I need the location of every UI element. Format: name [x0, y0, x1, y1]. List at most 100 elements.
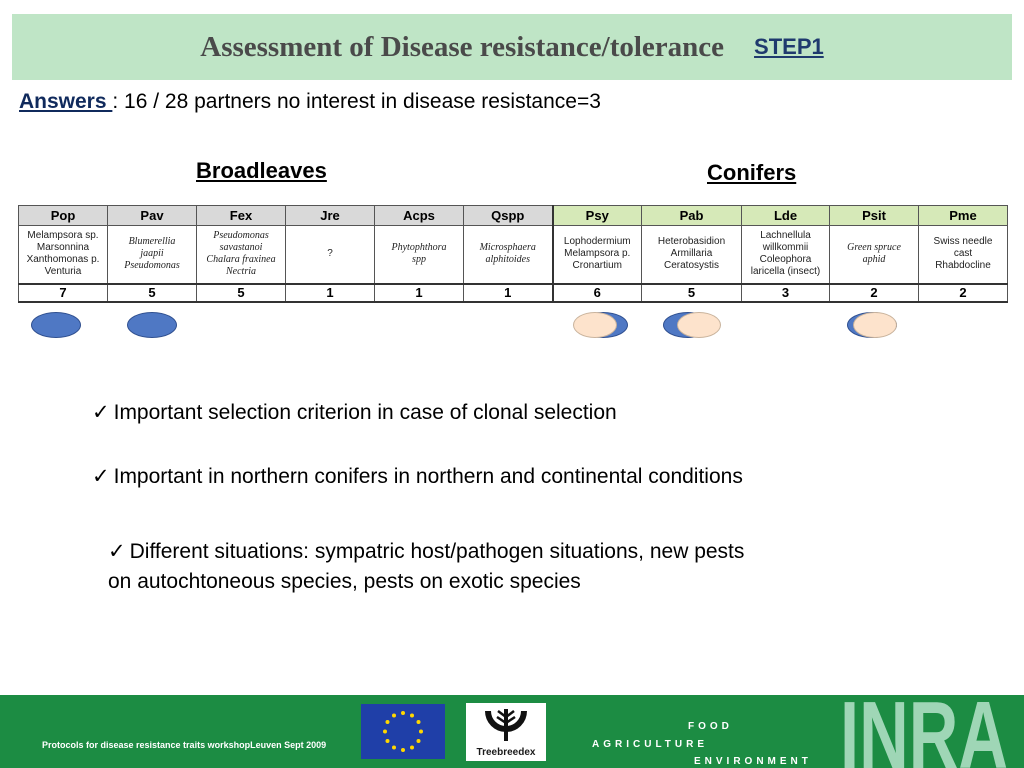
inra-logo: INRA	[840, 682, 1008, 768]
table-header-cell: Qspp	[463, 205, 553, 226]
table-header-cell: Fex	[196, 205, 286, 226]
bullet-text: Important selection criterion in case of…	[113, 401, 617, 424]
marker-ellipse-blue	[127, 312, 177, 338]
disease-cell: Phytophthora spp	[374, 225, 464, 284]
treebreedex-logo: Treebreedex	[466, 703, 546, 761]
disease-name: Rhabdocline	[935, 260, 991, 272]
tagline-agriculture: AGRICULTURE	[592, 739, 709, 750]
disease-name: Melampsora p.	[564, 248, 631, 260]
bullet-item: ✓Important selection criterion in case o…	[92, 400, 617, 425]
disease-name: Melampsora sp.	[27, 230, 99, 242]
disease-cell: Heterobasidion Armillaria Ceratosystis	[641, 225, 742, 284]
eu-flag-logo	[361, 704, 445, 759]
disease-name: savastanoi	[219, 242, 263, 254]
disease-name: ?	[327, 248, 333, 260]
disease-name: Coleophora	[759, 254, 812, 266]
count-cell: 7	[18, 282, 108, 303]
count-cell: 5	[107, 282, 197, 303]
disease-name: willkommii	[762, 242, 809, 254]
disease-name: Blumerellia	[128, 236, 176, 248]
disease-name: Phytophthora	[391, 242, 447, 254]
tagline-environment: ENVIRONMENT	[694, 756, 812, 767]
disease-name: Swiss needle	[933, 236, 993, 248]
table-header-cell: Jre	[285, 205, 375, 226]
count-cell: 6	[551, 282, 642, 303]
disease-cell: Swiss needle cast Rhabdocline	[918, 225, 1008, 284]
disease-name: cast	[953, 248, 973, 260]
disease-name: alphitoides	[485, 254, 530, 266]
treebreedex-label: Treebreedex	[476, 747, 536, 758]
marker-ellipse-blue	[31, 312, 81, 338]
disease-name: Xanthomonas p.	[26, 254, 100, 266]
disease-name: Pseudomonas	[213, 230, 269, 242]
count-cell: 1	[374, 282, 464, 303]
count-cell: 1	[285, 282, 375, 303]
disease-name: Armillaria	[670, 248, 713, 260]
disease-name: Lophodermium	[563, 236, 631, 248]
disease-name: Chalara fraxinea	[206, 254, 276, 266]
disease-name: laricella (insect)	[750, 266, 821, 278]
answers-label: Answers	[19, 90, 113, 113]
checkmark-icon: ✓	[108, 540, 126, 563]
disease-cell: Blumerellia jaapii Pseudomonas	[107, 225, 197, 284]
count-cell: 3	[741, 282, 830, 303]
table-row-counts: 7 5 5 1 1 1 6 5 3 2 2	[18, 282, 1008, 303]
disease-cell: Pseudomonas savastanoi Chalara fraxinea …	[196, 225, 286, 284]
disease-cell: Lachnellula willkommii Coleophora larice…	[741, 225, 830, 284]
disease-cell: Green spruce aphid	[829, 225, 919, 284]
disease-name: Cronartium	[572, 260, 622, 272]
disease-name: Pseudomonas	[124, 260, 180, 272]
table-header-cell: Lde	[741, 205, 830, 226]
count-cell: 2	[829, 282, 919, 303]
answers-line: Answers : 16 / 28 partners no interest i…	[19, 90, 601, 114]
disease-name: Lachnellula	[760, 230, 811, 242]
marker-ellipse-peach	[573, 312, 617, 338]
disease-cell: Lophodermium Melampsora p. Cronartium	[551, 225, 642, 284]
bullet-item: ✓Different situations: sympatric host/pa…	[108, 537, 744, 597]
disease-name: Venturia	[44, 266, 82, 278]
table-header-cell: Pop	[18, 205, 108, 226]
step-label: STEP1	[754, 34, 824, 59]
answers-text: : 16 / 28 partners no interest in diseas…	[112, 90, 601, 113]
conifers-heading: Conifers	[707, 160, 797, 185]
table-header-cell: Acps	[374, 205, 464, 226]
marker-ellipse-peach	[677, 312, 721, 338]
disease-name: spp	[412, 254, 426, 266]
table-header-cell: Pav	[107, 205, 197, 226]
table-header-row: Pop Pav Fex Jre Acps Qspp Psy Pab Lde Ps…	[18, 205, 1008, 226]
species-disease-table: Pop Pav Fex Jre Acps Qspp Psy Pab Lde Ps…	[18, 205, 1008, 303]
table-header-cell: Psit	[829, 205, 919, 226]
tagline-food: FOOD	[688, 721, 733, 732]
disease-name: Microsphaera	[479, 242, 536, 254]
disease-name: aphid	[862, 254, 886, 266]
bullet-text: Different situations: sympatric host/pat…	[129, 540, 745, 563]
count-cell: 5	[196, 282, 286, 303]
disease-name: Green spruce	[847, 242, 901, 254]
table-header-cell: Psy	[551, 205, 642, 226]
footer-credit: Protocols for disease resistance traits …	[42, 740, 327, 750]
slide-title: Assessment of Disease resistance/toleran…	[200, 30, 725, 63]
bullet-item: ✓Important in northern conifers in north…	[92, 464, 743, 489]
table-header-cell: Pab	[641, 205, 742, 226]
table-header-cell: Pme	[918, 205, 1008, 226]
disease-cell: ?	[285, 225, 375, 284]
title-bar: Assessment of Disease resistance/toleran…	[12, 14, 1012, 80]
broadleaves-heading: Broadleaves	[196, 158, 327, 183]
disease-cell: Melampsora sp. Marsonnina Xanthomonas p.…	[18, 225, 108, 284]
checkmark-icon: ✓	[92, 401, 110, 424]
checkmark-icon: ✓	[92, 465, 110, 488]
count-cell: 2	[918, 282, 1008, 303]
disease-name: jaapii	[140, 248, 164, 260]
bullet-text-continued: on autochtoneous species, pests on exoti…	[108, 570, 581, 593]
disease-name: Nectria	[226, 266, 256, 278]
disease-cell: Microsphaera alphitoides	[463, 225, 553, 284]
inra-logo-text: INRA	[840, 694, 1008, 768]
table-row-diseases: Melampsora sp. Marsonnina Xanthomonas p.…	[18, 225, 1008, 284]
disease-name: Marsonnina	[36, 242, 90, 254]
count-cell: 1	[463, 282, 553, 303]
disease-name: Heterobasidion	[657, 236, 726, 248]
marker-ellipse-peach	[853, 312, 897, 338]
disease-name: Ceratosystis	[663, 260, 719, 272]
count-cell: 5	[641, 282, 742, 303]
bullet-text: Important in northern conifers in northe…	[113, 465, 743, 488]
